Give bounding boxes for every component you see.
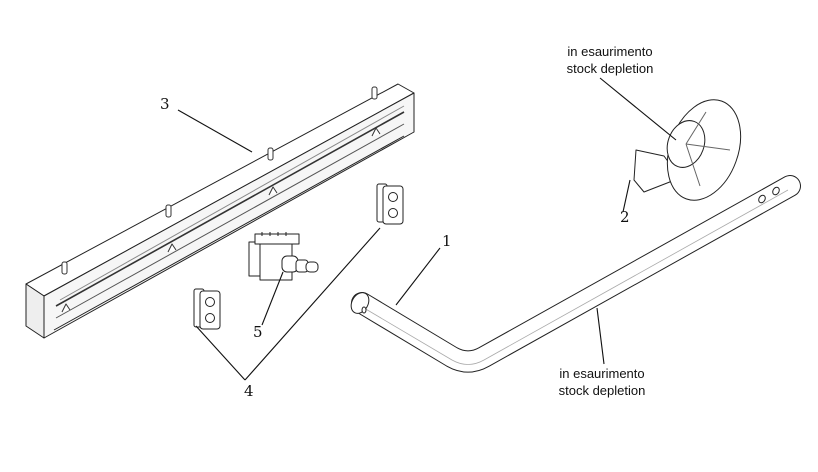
leader-5 <box>261 271 284 326</box>
leader-4b <box>244 227 381 381</box>
rail-clips <box>61 127 381 313</box>
part-3-rail <box>25 83 415 339</box>
part-4-end-cap-right <box>376 183 404 225</box>
note-part-2: in esaurimento stock depletion <box>548 43 672 77</box>
callout-5: 5 <box>253 323 263 341</box>
leader-3 <box>177 109 253 153</box>
rail-pins <box>61 86 378 275</box>
leader-2 <box>622 179 631 213</box>
part-1-bent-tube <box>350 175 801 373</box>
note-part-1: in esaurimento stock depletion <box>540 365 664 399</box>
callout-4: 4 <box>244 382 254 400</box>
callout-1: 1 <box>442 232 452 250</box>
leader-4a <box>195 325 246 381</box>
leader-note-1 <box>596 307 605 365</box>
callout-2: 2 <box>620 208 630 226</box>
part-4-end-cap-left <box>193 288 221 330</box>
callout-3: 3 <box>160 95 170 113</box>
part-2-cone <box>633 99 742 201</box>
leader-note-2 <box>599 77 677 141</box>
note-part-2-italian: in esaurimento <box>567 44 653 59</box>
leader-lines <box>177 77 677 381</box>
part-5-connector <box>248 232 319 281</box>
note-part-1-english: stock depletion <box>558 383 646 398</box>
note-part-2-english: stock depletion <box>566 61 654 76</box>
note-part-1-italian: in esaurimento <box>559 366 645 381</box>
leader-1 <box>395 247 441 306</box>
